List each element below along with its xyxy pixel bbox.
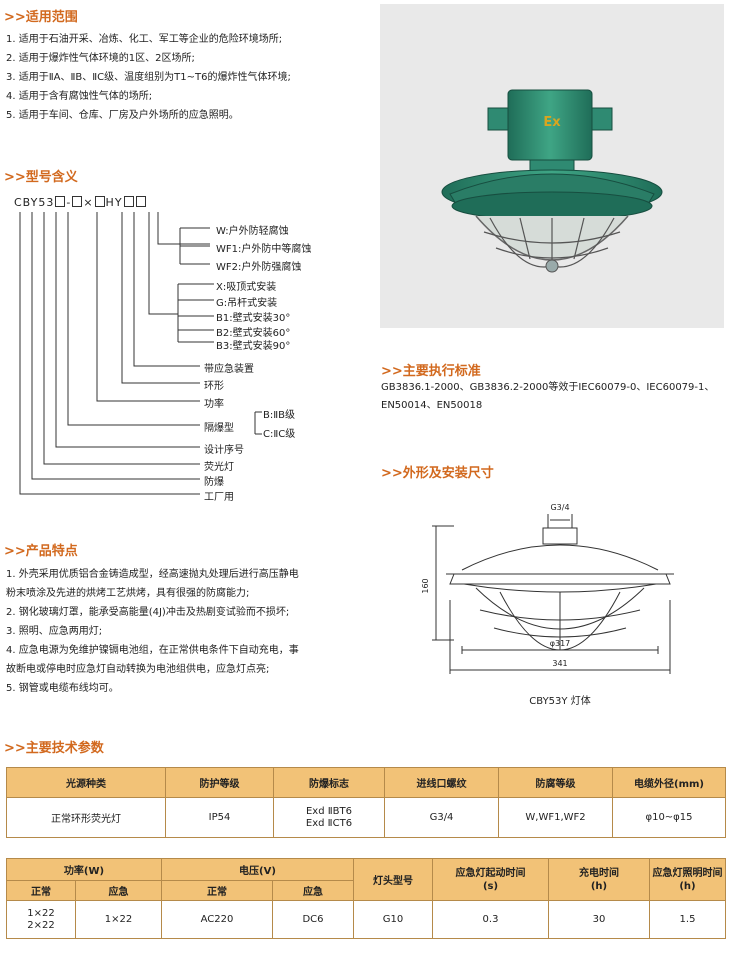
spec-table-1: 光源种类 防护等级 防爆标志 进线口螺纹 防腐等级 电缆外径(mm) 正常环形荧… xyxy=(6,767,726,838)
lamp-illustration: Ex xyxy=(441,89,663,273)
dim-outer-width: 341 xyxy=(552,659,567,668)
table-cell: IP54 xyxy=(165,797,274,838)
table-header: 应急 xyxy=(75,880,162,901)
code-slot xyxy=(123,196,134,207)
features-title: >>产品特点 xyxy=(4,544,78,559)
table-cell: Exd ⅡBT6 Exd ⅡCT6 xyxy=(273,797,385,838)
table-cell: 30 xyxy=(548,900,650,939)
label-b1: B1:壁式安装30° xyxy=(216,313,291,324)
table-header: 防护等级 xyxy=(165,767,274,798)
label-fluorescent: 荧光灯 xyxy=(204,462,234,473)
list-item: 2. 钢化玻璃灯罩，能承受高能量(4J)冲击及热剧变试验而不损坏; xyxy=(6,607,290,618)
list-item: 1. 适用于石油开采、冶炼、化工、军工等企业的危险环境场所; xyxy=(6,34,283,45)
list-item: 3. 照明、应急两用灯; xyxy=(6,626,103,637)
table-header: 光源种类 xyxy=(6,767,166,798)
params-title: >>主要技术参数 xyxy=(4,741,104,756)
table-header: 电缆外径(mm) xyxy=(612,767,726,798)
label-factory: 工厂用 xyxy=(204,492,234,503)
dimension-drawing: G3/4 160 φ317 341 CBY53Y 灯体 xyxy=(421,503,674,707)
table-header: 充电时间 (h) xyxy=(548,858,650,901)
list-item: 4. 应急电源为免维护镍镉电池组，在正常供电条件下自动充电，事 xyxy=(6,645,299,656)
list-item: 故断电或停电时应急灯自动转换为电池组供电，应急灯点亮; xyxy=(6,664,270,675)
code-slot xyxy=(94,196,105,207)
table-cell: 1.5 xyxy=(649,900,726,939)
model-code-lines xyxy=(19,212,262,495)
table-header: 正常 xyxy=(161,880,273,901)
label-design: 设计序号 xyxy=(204,445,244,456)
code-slot xyxy=(135,196,146,207)
table-header: 电压(V) xyxy=(161,858,354,881)
dims-title: >>外形及安装尺寸 xyxy=(381,466,494,481)
model-code: CBY53-×HY xyxy=(14,196,147,209)
scope-list: 1. 适用于石油开采、冶炼、化工、军工等企业的危险环境场所; 2. 适用于爆炸性… xyxy=(6,30,291,125)
table-cell: W,WF1,WF2 xyxy=(498,797,613,838)
table-header: 应急灯起动时间 (s) xyxy=(432,858,549,901)
table-header: 应急 xyxy=(272,880,354,901)
table-cell: 0.3 xyxy=(432,900,549,939)
table-cell: 1×22 2×22 xyxy=(6,900,76,939)
scope-title: >>适用范围 xyxy=(4,10,78,25)
label-g: G:吊杆式安装 xyxy=(216,298,278,309)
dim-inner-diameter: φ317 xyxy=(550,639,571,648)
table-header: 进线口螺纹 xyxy=(384,767,499,798)
table-header: 功率(W) xyxy=(6,858,162,881)
spec-table-2: 功率(W) 电压(V) 灯头型号 应急灯起动时间 (s) 充电时间 (h) 应急… xyxy=(6,858,726,939)
standards-title: >>主要执行标准 xyxy=(381,364,481,379)
label-ring: 环形 xyxy=(204,381,224,392)
table-header: 灯头型号 xyxy=(353,858,433,901)
list-item: 5. 适用于车间、仓库、厂房及户外场所的应急照明。 xyxy=(6,110,239,121)
features-list: 1. 外壳采用优质铝合金铸造成型，经高速抛丸处理后进行高压静电 粉末喷涂及先进的… xyxy=(6,565,299,698)
label-iic: C:ⅡC级 xyxy=(263,429,296,440)
drawing-caption: CBY53Y 灯体 xyxy=(529,695,590,707)
label-wf1: WF1:户外防中等腐蚀 xyxy=(216,244,312,255)
label-x: X:吸顶式安装 xyxy=(216,282,277,293)
list-item: 5. 钢管或电缆布线均可。 xyxy=(6,683,119,694)
dim-g34: G3/4 xyxy=(550,503,569,512)
ex-badge: Ex xyxy=(543,115,561,130)
product-photo: Ex xyxy=(380,4,724,328)
table-cell: 1×22 xyxy=(75,900,162,939)
label-emergency: 带应急装置 xyxy=(204,364,254,375)
label-w: W:户外防轻腐蚀 xyxy=(216,226,289,237)
table-header: 正常 xyxy=(6,880,76,901)
model-code-prefix: CBY53 xyxy=(14,196,55,209)
table-cell: DC6 xyxy=(272,900,354,939)
dim-height: 160 xyxy=(421,578,430,593)
model-code-mid: HY xyxy=(105,196,123,209)
list-item: 1. 外壳采用优质铝合金铸造成型，经高速抛丸处理后进行高压静电 xyxy=(6,569,299,580)
label-flameproof: 隔爆型 xyxy=(204,423,234,434)
label-b2: B2:壁式安装60° xyxy=(216,328,291,339)
label-wf2: WF2:户外防强腐蚀 xyxy=(216,262,302,273)
model-title: >>型号含义 xyxy=(4,170,78,185)
table-cell: G3/4 xyxy=(384,797,499,838)
table-cell: 正常环形荧光灯 xyxy=(6,797,166,838)
table-header: 应急灯照明时间 (h) xyxy=(649,858,726,901)
standards-text: GB3836.1-2000、GB3836.2-2000等效于IEC60079-0… xyxy=(381,382,715,411)
label-b3: B3:壁式安装90° xyxy=(216,341,291,352)
table-cell: G10 xyxy=(353,900,433,939)
list-item: 2. 适用于爆炸性气体环境的1区、2区场所; xyxy=(6,53,195,64)
list-item: 3. 适用于ⅡA、ⅡB、ⅡC级、温度组别为T1~T6的爆炸性气体环境; xyxy=(6,72,291,83)
table-cell: φ10~φ15 xyxy=(612,797,726,838)
table-cell: AC220 xyxy=(161,900,273,939)
label-explosion: 防爆 xyxy=(204,477,224,488)
label-power: 功率 xyxy=(204,399,224,410)
code-slot xyxy=(72,196,83,207)
label-iib: B:ⅡB级 xyxy=(263,410,296,421)
list-item: 粉末喷涂及先进的烘烤工艺烘烤，具有很强的防腐能力; xyxy=(6,588,250,599)
table-header: 防爆标志 xyxy=(273,767,385,798)
table-header: 防腐等级 xyxy=(498,767,613,798)
list-item: 4. 适用于含有腐蚀性气体的场所; xyxy=(6,91,153,102)
code-slot xyxy=(55,196,66,207)
